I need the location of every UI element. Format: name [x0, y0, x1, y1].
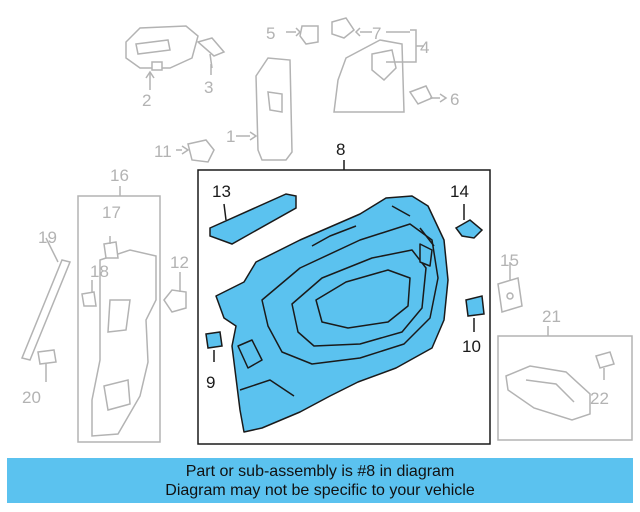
callout-18: 18 — [90, 262, 109, 281]
assembly-8-box — [197, 160, 491, 445]
caption-line-2: Diagram may not be specific to your vehi… — [165, 482, 475, 499]
callout-12: 12 — [170, 253, 189, 272]
part-11-screw — [176, 139, 215, 163]
part-16-panel-box — [77, 186, 161, 443]
part-20-fastener — [37, 349, 57, 382]
part-16-panel — [91, 249, 157, 437]
callout-7: 7 — [372, 24, 381, 43]
callout-8: 8 — [336, 140, 345, 159]
callout-20: 20 — [22, 388, 41, 407]
callout-4: 4 — [420, 38, 429, 57]
part-19-strip — [20, 237, 72, 361]
part-15-bracket — [497, 262, 523, 313]
part-1-pillar — [236, 57, 293, 161]
part-8-quarter-panel — [215, 195, 449, 433]
part-6-bolt — [408, 85, 448, 105]
callout-3: 3 — [204, 78, 213, 97]
callout-1: 1 — [226, 127, 235, 146]
faded-callouts: 2 3 5 7 4 6 1 11 16 17 19 18 20 12 15 21… — [22, 24, 609, 408]
part-9-clip — [205, 331, 223, 362]
caption-banner: Part or sub-assembly is #8 in diagram Di… — [7, 458, 633, 503]
callout-17: 17 — [102, 203, 121, 222]
callout-10: 10 — [462, 337, 481, 356]
callout-14: 14 — [450, 182, 469, 201]
callout-16: 16 — [110, 166, 129, 185]
callout-22: 22 — [590, 389, 609, 408]
part-21-tray — [505, 365, 591, 421]
callout-6: 6 — [450, 90, 459, 109]
part-21-box — [497, 326, 633, 441]
part-3-bolt — [196, 37, 226, 69]
part-22-clip — [595, 351, 615, 380]
main-callouts: 8 13 14 9 10 — [206, 140, 481, 392]
part-17-clip — [103, 236, 119, 259]
part-12-clip — [163, 272, 187, 313]
callout-9: 9 — [206, 373, 215, 392]
callout-13: 13 — [212, 182, 231, 201]
part-5-clip — [286, 25, 319, 45]
caption-line-1: Part or sub-assembly is #8 in diagram — [185, 463, 455, 480]
part-4-trim — [333, 29, 424, 113]
callout-5: 5 — [266, 24, 275, 43]
callout-15: 15 — [500, 251, 519, 270]
callout-21: 21 — [542, 307, 561, 326]
callout-2: 2 — [142, 91, 151, 110]
part-18-clip — [81, 280, 97, 307]
part-10-clip — [465, 295, 485, 332]
callout-19: 19 — [38, 228, 57, 247]
part-2-leader — [145, 70, 155, 90]
part-2-bracket — [125, 25, 199, 71]
part-14-clip — [454, 204, 484, 239]
callout-11: 11 — [154, 142, 172, 161]
part-7-clip — [331, 17, 372, 39]
part-13-cover — [209, 193, 297, 245]
